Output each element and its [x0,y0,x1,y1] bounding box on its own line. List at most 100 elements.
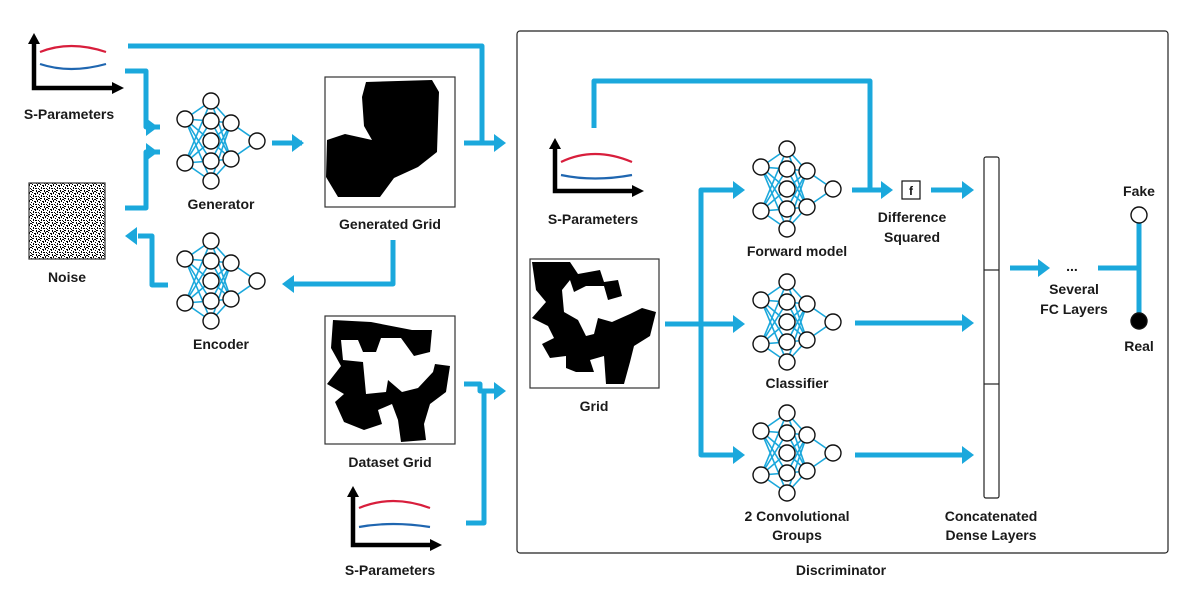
arrowhead-9 [733,315,745,333]
conv-groups-node [778,484,796,502]
forward-model-edge [760,166,788,230]
arrowhead-13 [962,314,974,332]
real-output-node [1130,312,1148,330]
forward-model-edge [786,170,808,230]
s-parameters-label-top: S-Parameters [24,106,114,122]
fake-output-node [1130,206,1148,224]
classifier-node [778,293,796,311]
arrowhead-12 [962,181,974,199]
convolutional-groups-network [752,404,842,502]
forward-model-network [752,140,842,238]
generator-node [202,132,220,150]
conv-groups-node [778,424,796,442]
classifier-edge [760,281,788,345]
encoder-node [202,272,220,290]
difference-label-line1: Difference [878,209,947,225]
discriminator-frame [516,30,1169,554]
flow-arrows [125,43,1142,526]
encoder-node [176,250,194,268]
generator-edge [210,122,232,182]
conv-groups-label-line1: 2 Convolutional [745,508,850,524]
generator-edge [184,118,212,182]
encoder-node [202,312,220,330]
arrowhead-4 [494,134,506,152]
forward-model-node [752,158,770,176]
conv-groups-node [798,426,816,444]
encoder-node [202,292,220,310]
encoder-edge [210,240,232,300]
dataset-grid-image [324,315,456,445]
arrowhead-5 [494,382,506,400]
encoder-node [222,254,240,272]
forward-model-edge [786,148,808,208]
arrowhead-14 [962,446,974,464]
conv-groups-node [778,404,796,422]
noise-label: Noise [48,269,86,285]
classifier-node [798,331,816,349]
function-box [901,180,921,200]
generated-grid-image [324,76,456,208]
noise-image [28,182,106,260]
s-parameters-label-discriminator: S-Parameters [548,211,638,227]
conv-groups-node [752,466,770,484]
generator-network [176,92,266,190]
concatenated-label-line1: Concatenated [945,508,1038,524]
arrowhead-8 [733,181,745,199]
conv-groups-node [778,444,796,462]
encoder-network [176,232,266,330]
forward-model-node [778,220,796,238]
fc-layers-label-line2: FC Layers [1040,301,1108,317]
classifier-node [778,353,796,371]
s-parameters-icon-discriminator [549,138,644,197]
classifier-edge [760,299,788,363]
encoder-node [202,232,220,250]
forward-model-node [798,162,816,180]
classifier-edge [786,303,808,363]
conv-groups-node [798,462,816,480]
forward-model-node [752,202,770,220]
s-parameters-icon-top [28,33,124,94]
classifier-network [752,273,842,371]
arrowhead-7 [125,227,137,245]
forward-model-node [778,200,796,218]
arrowhead-3 [292,134,304,152]
generator-node [176,154,194,172]
generator-node [202,92,220,110]
conv-groups-edge [760,412,788,476]
conv-groups-label-line2: Groups [772,527,822,543]
classifier-node [824,313,842,331]
conv-groups-edge [786,412,808,472]
forward-model-node [778,180,796,198]
difference-label-line2: Squared [884,229,940,245]
forward-model-node [798,198,816,216]
encoder-edge [184,240,212,304]
encoder-edge [210,262,232,322]
fake-label: Fake [1123,183,1155,199]
classifier-node [778,333,796,351]
classifier-node [752,291,770,309]
forward-model-node [824,180,842,198]
forward-model-node [778,160,796,178]
s-parameters-icon-bottom [347,486,442,551]
s-parameters-label-bottom: S-Parameters [345,562,435,578]
arrowhead-11 [881,181,893,199]
classifier-node [798,295,816,313]
generator-edge [184,100,212,164]
encoder-node [222,290,240,308]
classifier-edge [786,281,808,341]
arrowhead-10 [733,446,745,464]
conv-groups-edge [760,430,788,494]
real-label: Real [1124,338,1154,354]
ellipsis: ... [1066,258,1078,274]
conv-groups-node [752,422,770,440]
generator-node [222,114,240,132]
encoder-edge [184,258,212,322]
generator-node [222,150,240,168]
classifier-node [778,273,796,291]
grid-label: Grid [580,398,609,414]
discriminator-label: Discriminator [796,562,887,578]
forward-model-edge [760,148,788,212]
concatenated-label-line2: Dense Layers [945,527,1036,543]
generator-node [202,172,220,190]
